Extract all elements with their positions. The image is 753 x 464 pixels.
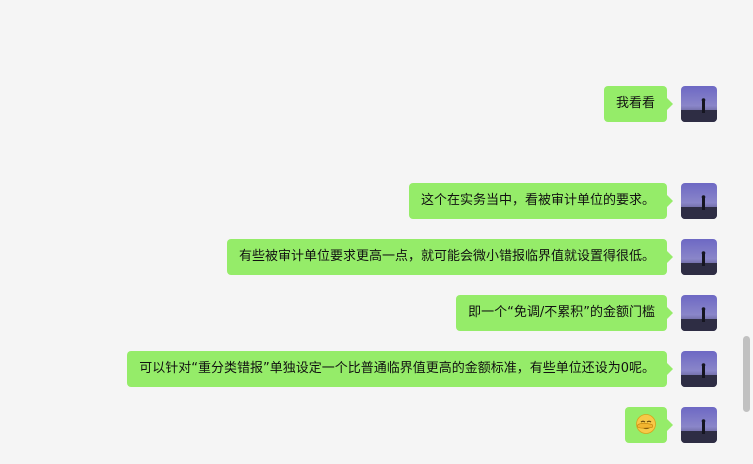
message-row: 有些被审计单位要求更高一点，就可能会微小错报临界值就设置得很低。 xyxy=(226,239,717,275)
avatar[interactable] xyxy=(681,295,717,331)
scrollbar-thumb[interactable] xyxy=(743,336,750,412)
message-row: 我看看 xyxy=(603,86,717,122)
avatar[interactable] xyxy=(681,407,717,443)
avatar[interactable] xyxy=(681,239,717,275)
message-row: 即一个“免调/不累积”的金额门槛 xyxy=(456,295,717,331)
message-bubble[interactable] xyxy=(625,407,673,443)
message-row: 可以针对“重分类错报”单独设定一个比普通临界值更高的金额标准，有些单位还设为0呢… xyxy=(127,351,717,387)
message-bubble[interactable]: 即一个“免调/不累积”的金额门槛 xyxy=(456,295,673,331)
facepalm-emoji-icon xyxy=(636,414,656,434)
message-bubble[interactable]: 可以针对“重分类错报”单独设定一个比普通临界值更高的金额标准，有些单位还设为0呢… xyxy=(127,351,673,387)
avatar[interactable] xyxy=(681,183,717,219)
avatar[interactable] xyxy=(681,351,717,387)
message-row xyxy=(625,407,717,443)
message-bubble[interactable]: 有些被审计单位要求更高一点，就可能会微小错报临界值就设置得很低。 xyxy=(226,239,674,275)
scrollbar[interactable] xyxy=(740,0,753,464)
message-row: 这个在实务当中，看被审计单位的要求。 xyxy=(408,183,717,219)
message-bubble[interactable]: 这个在实务当中，看被审计单位的要求。 xyxy=(408,183,674,219)
avatar[interactable] xyxy=(681,86,717,122)
message-bubble[interactable]: 我看看 xyxy=(603,86,674,122)
